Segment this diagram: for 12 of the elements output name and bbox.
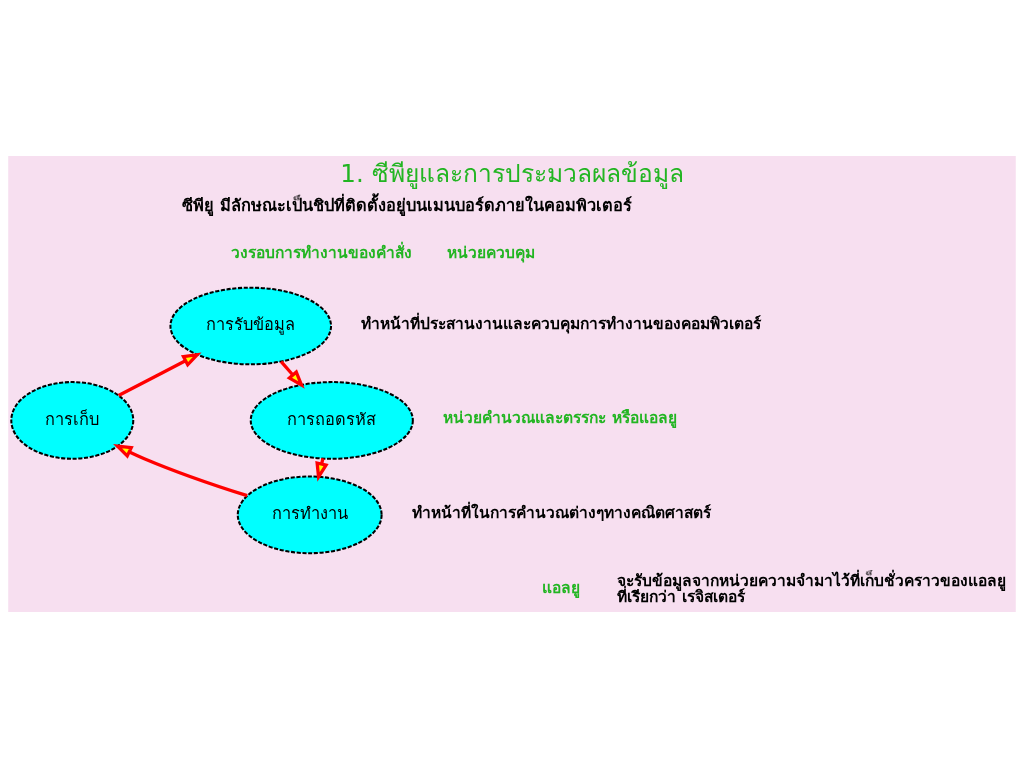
label: แอลยู: [542, 578, 581, 597]
node-ellipse: การถอดรหัส: [249, 381, 414, 460]
label: ซีพียู มีลักษณะเป็นชิปที่ติดตั้งอยู่บนเมนบอร์ดภายในคอมพิวเตอร์: [181, 195, 632, 215]
label: ทำหน้าที่ในการคำนวณต่างๆทางคณิตศาสตร์: [412, 503, 712, 522]
label: หน่วยคำนวณและตรรกะ หรือแอลยู: [443, 409, 677, 428]
node-ellipse: การทำงาน: [236, 475, 383, 555]
label: หน่วยควบคุม: [446, 244, 535, 263]
arrow: [117, 352, 202, 397]
label: จะรับข้อมูลจากหน่วยความจำมาไว้ที่เก็บชั่วคราวของแอลยู ที่เรียกว่า เรจิสเตอร์: [617, 571, 1007, 606]
arrow: [279, 360, 305, 389]
arrow: [113, 443, 248, 498]
diagram-title: 1. ซีพียูและการประมวลผลข้อมูล: [340, 159, 684, 189]
